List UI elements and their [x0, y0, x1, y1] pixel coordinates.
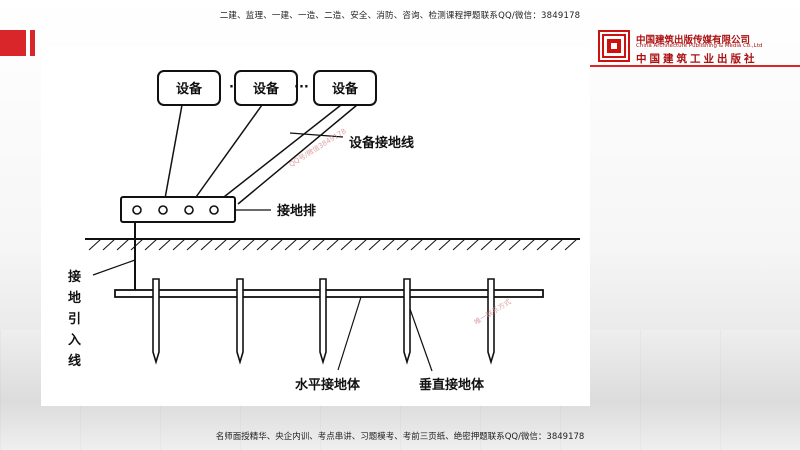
device-box-1: 设备	[157, 70, 221, 106]
vertical-electrode-3	[319, 278, 327, 365]
ground-bar-terminal-2	[158, 205, 168, 215]
ground-wire-2	[190, 104, 263, 205]
ground-bar-terminal-1	[132, 205, 142, 215]
logo-company-cn: 中国建筑出版传媒有限公司	[636, 35, 751, 46]
ground-wire-3b	[237, 104, 358, 205]
top-banner: 二建、监理、一建、一造、二造、安全、消防、咨询、检测课程押题联系QQ/微信：38…	[219, 11, 581, 21]
device-label-3: 设备	[332, 81, 359, 97]
device-ellipsis-2: ···	[294, 80, 309, 95]
ground-wire-3a	[214, 104, 342, 205]
label-ground-lead-1: 接	[68, 269, 81, 285]
label-ground-lead-3: 引	[68, 312, 81, 327]
ground-wire-leader	[289, 132, 344, 138]
watermark-1: QQ号/微信3849178	[287, 126, 347, 168]
vertical-electrode-5	[487, 278, 495, 365]
device-box-2: 设备	[234, 70, 298, 106]
red-divider-line	[585, 65, 800, 67]
publisher-logo: 中国建筑出版传媒有限公司 China Architecture Publishi…	[598, 30, 794, 68]
vertical-electrode-2	[236, 278, 244, 365]
red-accent-block	[0, 30, 26, 56]
red-accent-stripe	[30, 30, 35, 56]
device-box-3: 设备	[313, 70, 377, 106]
grounding-diagram: 设备 ··· 设备 ··· 设备 设备接地线 接地排 接	[68, 70, 580, 393]
ground-wire-1	[163, 104, 183, 205]
device-label-2: 设备	[253, 81, 280, 97]
ground-hatching	[88, 238, 578, 251]
diagram-panel: 设备 ··· 设备 ··· 设备 设备接地线 接地排 接	[41, 47, 590, 406]
ground-lead-leader	[92, 259, 136, 276]
ground-bar-terminal-4	[209, 205, 219, 215]
vertical-electrode-4	[403, 278, 411, 365]
vertical-electrode-leader	[409, 308, 433, 372]
label-ground-lead-2: 地	[68, 290, 81, 306]
ground-bar-terminal-3	[184, 205, 194, 215]
label-horizontal-electrode: 水平接地体	[295, 377, 361, 393]
vertical-electrode-1	[152, 278, 160, 365]
label-ground-bar: 接地排	[277, 203, 316, 219]
logo-company-en: China Architecture Publishing & Media Co…	[636, 43, 763, 49]
publisher-emblem-icon	[598, 30, 630, 62]
label-ground-lead-4: 入	[68, 333, 81, 348]
horizontal-electrode	[114, 289, 544, 298]
device-label-1: 设备	[176, 81, 203, 97]
label-equipment-ground-wire: 设备接地线	[349, 135, 414, 151]
bottom-banner: 名师面授精华、央企内训、考点串讲、习题模考、考前三页纸、绝密押题联系QQ/微信：…	[215, 432, 585, 442]
horizontal-electrode-leader	[337, 296, 362, 371]
logo-publisher-cn: 中国建筑工业出版社	[636, 53, 758, 65]
label-ground-lead-5: 线	[68, 353, 81, 369]
label-vertical-electrode: 垂直接地体	[419, 377, 485, 393]
